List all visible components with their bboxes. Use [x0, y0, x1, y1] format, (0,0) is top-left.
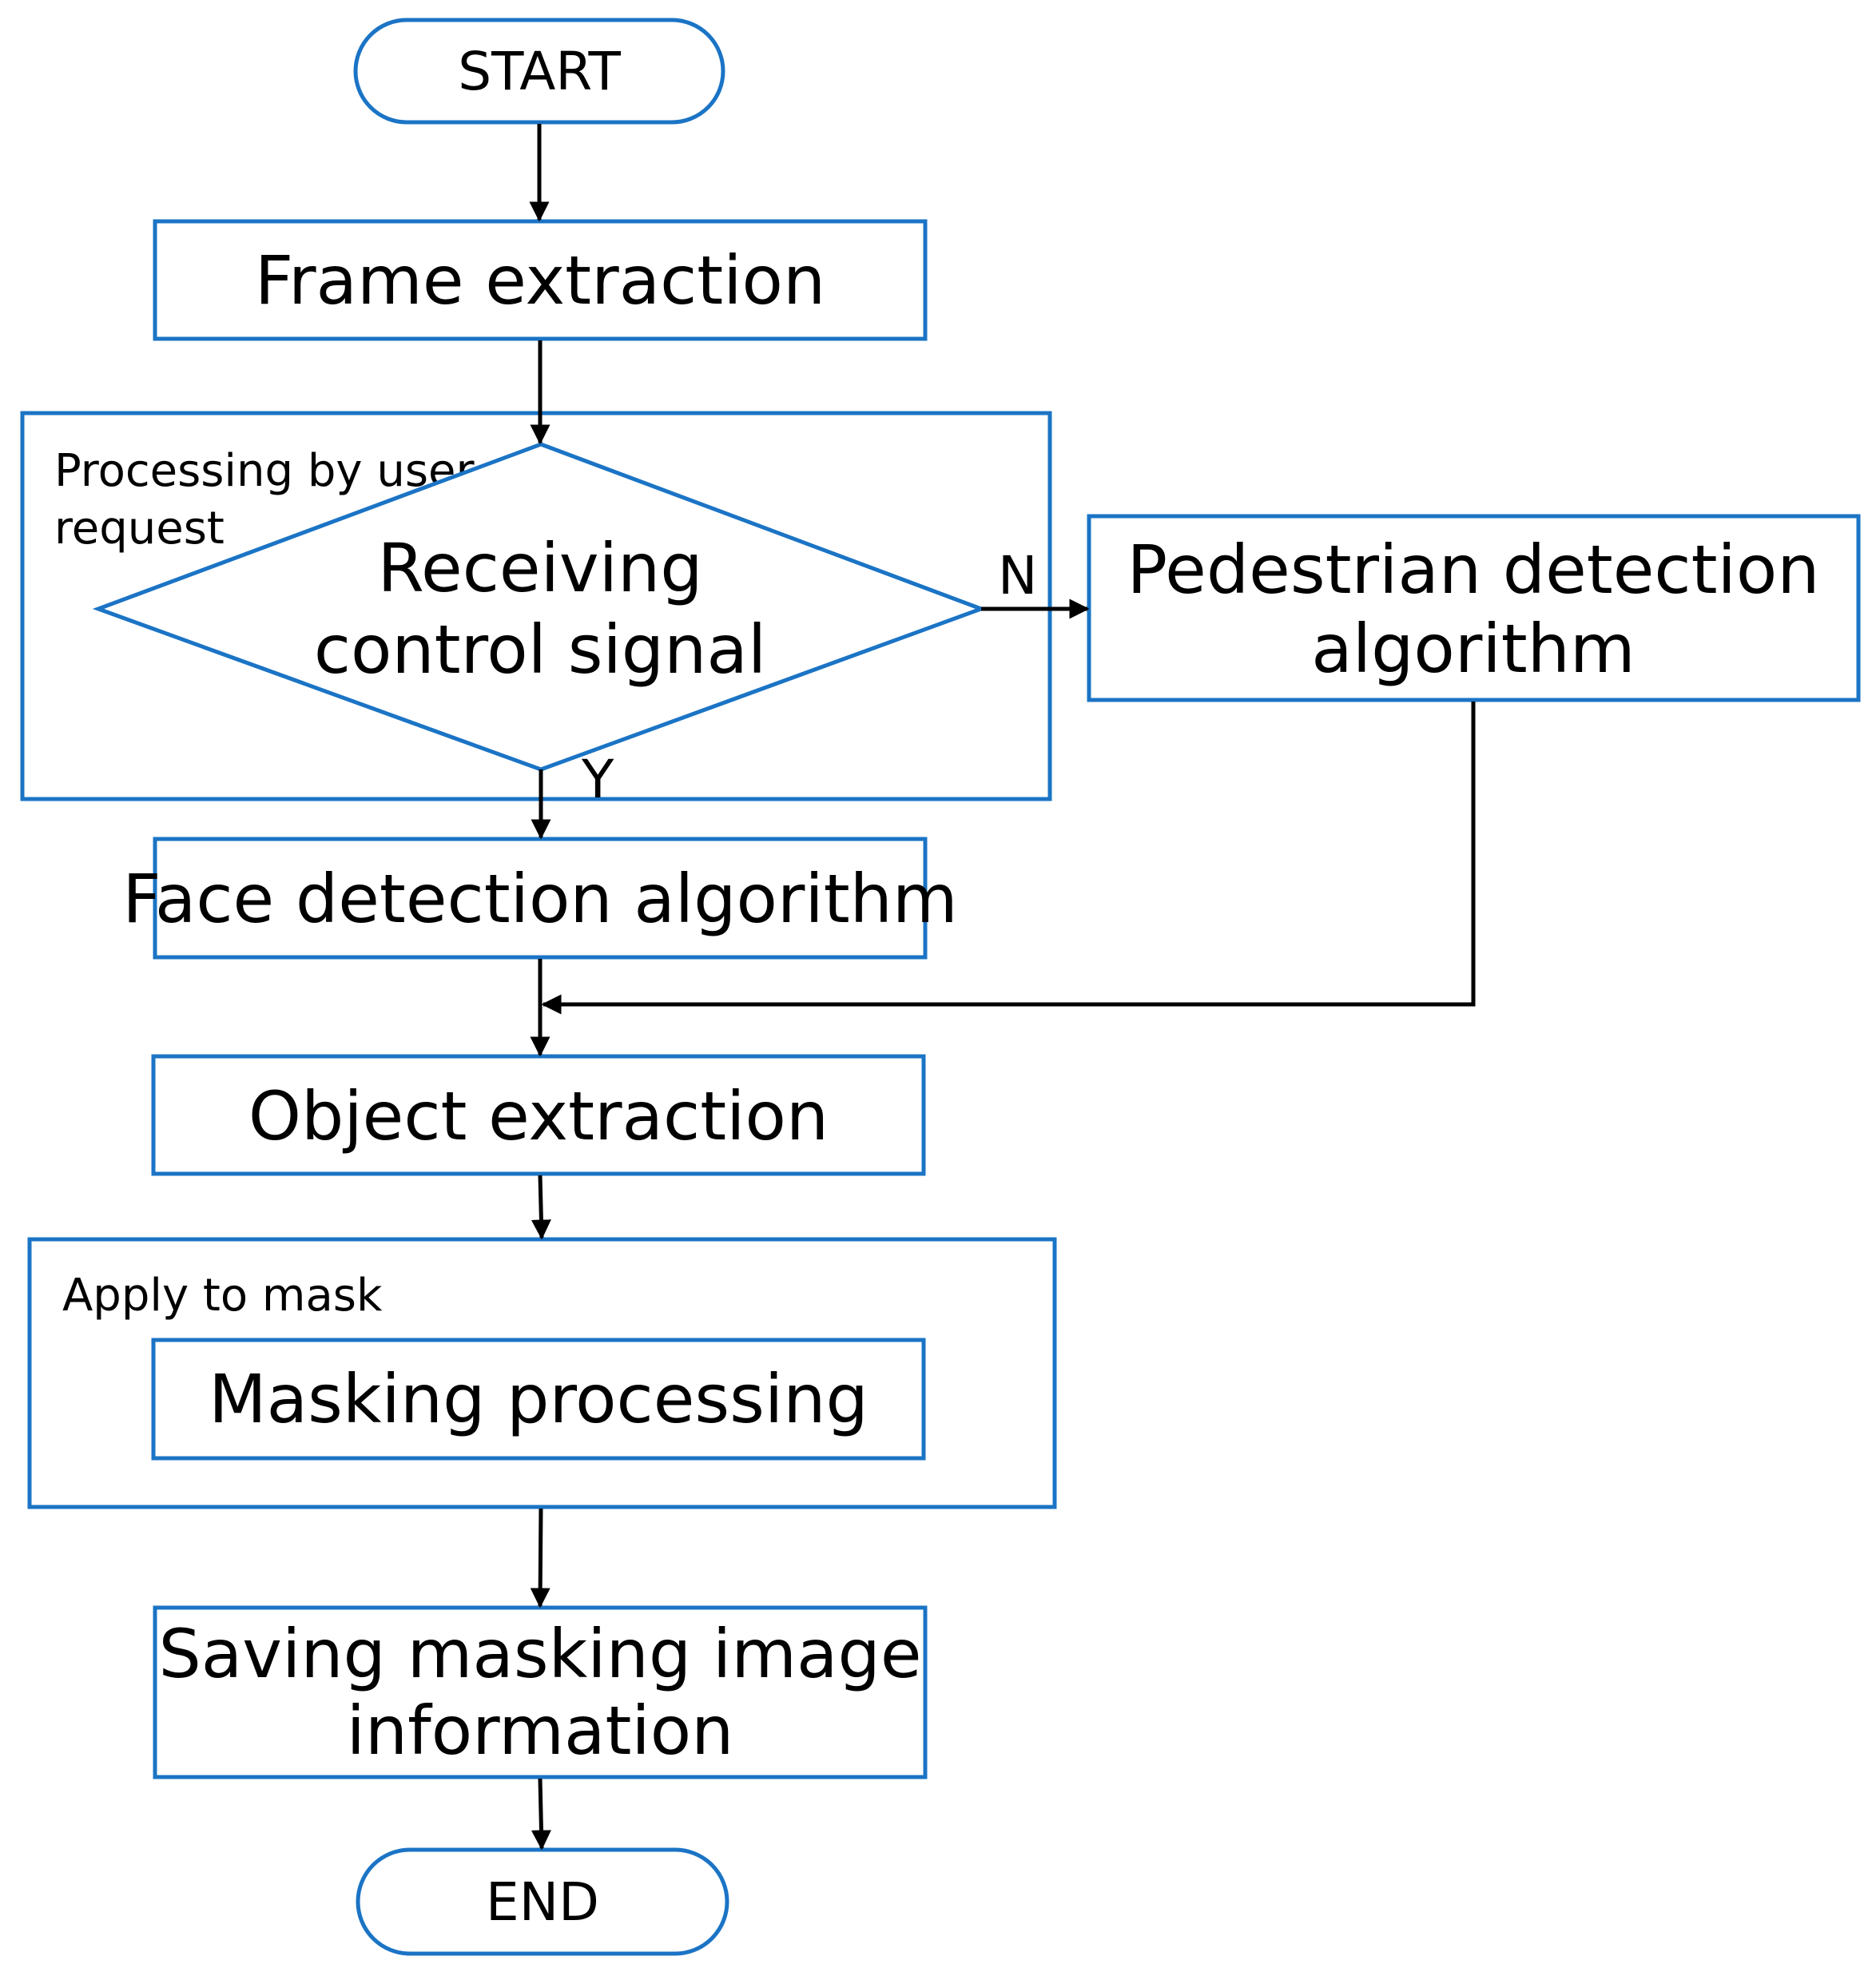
arrow-object-to-mask: [531, 1175, 551, 1240]
object-extraction-label: Object extraction: [248, 1077, 829, 1155]
user-request-label-line1: Processing by user: [54, 445, 475, 497]
pedestrian-label-line2: algorithm: [1311, 610, 1635, 688]
arrow-mask-to-saving: [530, 1508, 550, 1608]
frame-extraction-box: [153, 219, 928, 341]
decision-label-line1: Receiving: [377, 529, 702, 607]
start-label: START: [458, 41, 621, 102]
decision-label-line2: control signal: [314, 610, 766, 689]
saving-label-line1: Saving masking image: [158, 1615, 921, 1693]
saving-label-line2: information: [347, 1692, 734, 1770]
end-label: END: [486, 1871, 599, 1933]
branch-label-yes: Y: [581, 749, 614, 810]
start-terminal: [353, 18, 725, 125]
face-detection-label: Face detection algorithm: [122, 860, 957, 938]
branch-label-no: N: [998, 545, 1037, 606]
apply-mask-label: Apply to mask: [62, 1270, 383, 1322]
saving-image-box: [153, 1605, 928, 1779]
frame-extraction-label: Frame extraction: [255, 241, 825, 320]
pedestrian-label-line1: Pedestrian detection: [1127, 531, 1819, 609]
arrow-saving-to-end: [531, 1778, 551, 1851]
user-request-label-line2: request: [54, 503, 225, 555]
pedestrian-detection-box: [1087, 514, 1861, 702]
masking-processing-box: [151, 1338, 926, 1461]
masking-processing-label: Masking processing: [209, 1360, 868, 1438]
arrow-pedestrian-merge: [541, 702, 1476, 1015]
user-request-group: [20, 411, 1052, 801]
